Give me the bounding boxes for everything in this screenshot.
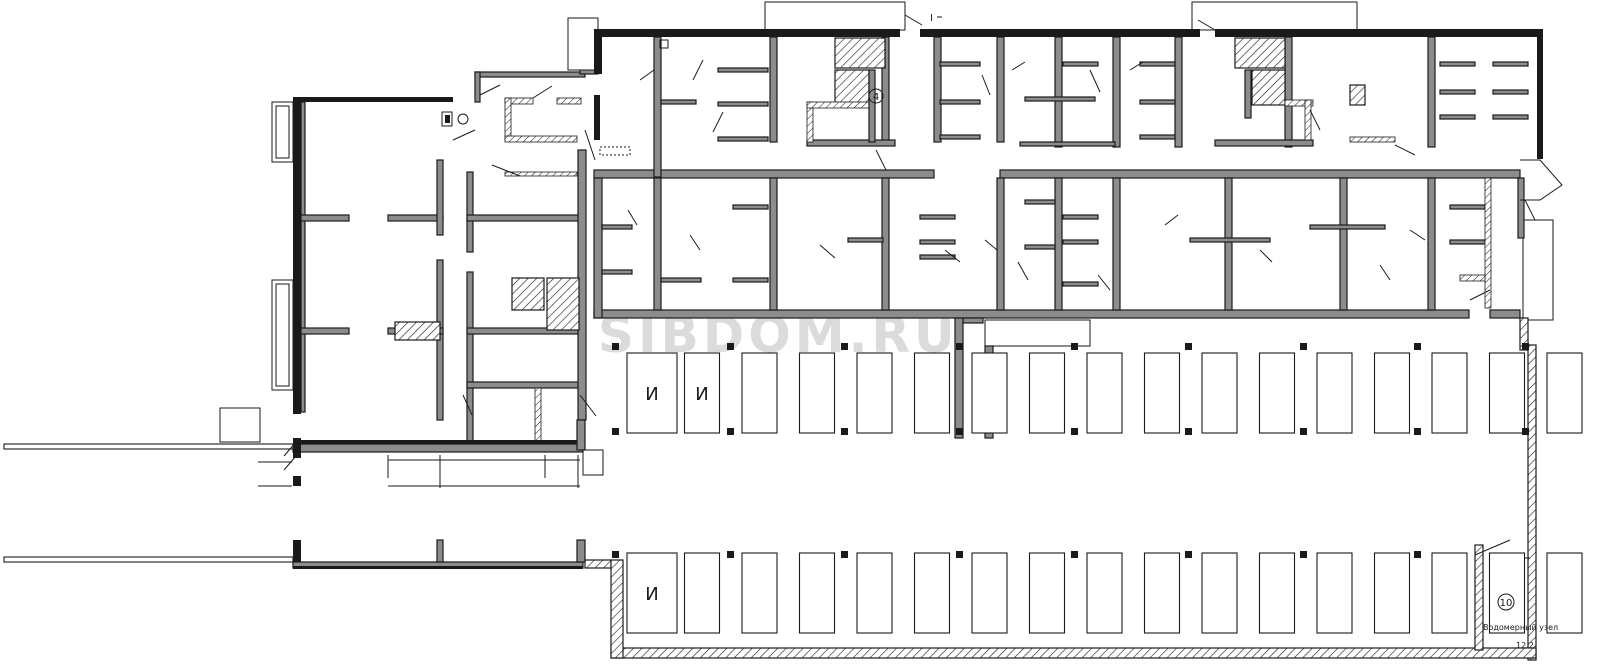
parking-stall-upper-5 bbox=[856, 352, 893, 434]
column-2-0 bbox=[612, 551, 619, 558]
column-edge-2 bbox=[1522, 343, 1529, 350]
parking-stall-upper-7 bbox=[971, 352, 1008, 434]
parking-stall-lower-2 bbox=[683, 552, 721, 634]
parking-stall-lower-13 bbox=[1316, 552, 1353, 634]
parking-stall-upper-6 bbox=[913, 352, 951, 434]
parking-stall-upper-14 bbox=[1373, 352, 1411, 434]
parking-stall-lower-7 bbox=[971, 552, 1008, 634]
column-0-0 bbox=[612, 343, 619, 350]
room-marker-4-text: 4 bbox=[873, 92, 879, 103]
column-0-4 bbox=[1071, 343, 1078, 350]
parking-stall-upper-13 bbox=[1316, 352, 1353, 434]
column-0-3 bbox=[956, 343, 963, 350]
room-marker-4: 4 bbox=[868, 88, 884, 104]
column-0-1 bbox=[727, 343, 734, 350]
parking-stall-lower-5 bbox=[856, 552, 893, 634]
column-2-7 bbox=[1414, 551, 1421, 558]
parking-stall-upper-8 bbox=[1028, 352, 1066, 434]
column-2-2 bbox=[841, 551, 848, 558]
parking-stall-lower-3 bbox=[741, 552, 778, 634]
parking-stall-lower-14 bbox=[1373, 552, 1411, 634]
column-1-4 bbox=[1071, 428, 1078, 435]
column-1-3 bbox=[956, 428, 963, 435]
parking-stall-upper-letter-2: И bbox=[695, 384, 708, 405]
room-marker-10-text: 10 bbox=[1500, 598, 1513, 609]
parking-columns bbox=[612, 343, 1529, 558]
parking-stall-lower-letter-1: И bbox=[645, 584, 658, 605]
section-mark: I bbox=[930, 13, 942, 24]
parking-stall-lower-4 bbox=[798, 552, 836, 634]
parking-stall-lower-12 bbox=[1258, 552, 1296, 634]
upper-block bbox=[593, 29, 1563, 319]
parking-stall-upper-15 bbox=[1431, 352, 1468, 434]
parking-stall-upper-1 bbox=[626, 352, 678, 434]
column-0-7 bbox=[1414, 343, 1421, 350]
column-2-3 bbox=[956, 551, 963, 558]
column-marker bbox=[659, 39, 669, 49]
column-2-6 bbox=[1300, 551, 1307, 558]
parking-stalls-lower: И bbox=[626, 552, 1583, 634]
room-label: Водомерный узел bbox=[1483, 623, 1558, 632]
parking-stall-upper-10 bbox=[1143, 352, 1181, 434]
dashed-marker bbox=[599, 146, 631, 156]
parking-stall-lower-15 bbox=[1431, 552, 1468, 634]
room-marker-10: 10 bbox=[1497, 593, 1515, 611]
section-mark-text: I bbox=[930, 13, 933, 24]
column-0-2 bbox=[841, 343, 848, 350]
parking-stall-lower-11 bbox=[1201, 552, 1238, 634]
parking-stall-upper-12 bbox=[1258, 352, 1296, 434]
parking-stall-lower-1 bbox=[626, 552, 678, 634]
column-1-7 bbox=[1414, 428, 1421, 435]
column-1-6 bbox=[1300, 428, 1307, 435]
room-area: 12.2 bbox=[1516, 641, 1534, 650]
parking-stall-upper-9 bbox=[1086, 352, 1123, 434]
parking-stall-upper-2 bbox=[683, 352, 721, 434]
stairs bbox=[219, 1, 1554, 443]
column-0-5 bbox=[1185, 343, 1192, 350]
parking-stall-upper-17 bbox=[1546, 352, 1583, 434]
parking-stall-lower-8 bbox=[1028, 552, 1066, 634]
column-edge-1 bbox=[1522, 428, 1529, 435]
parking-stall-upper-4 bbox=[798, 352, 836, 434]
parking-stall-upper-letter-1: И bbox=[645, 384, 658, 405]
column-0-6 bbox=[1300, 343, 1307, 350]
parking-stall-lower-10 bbox=[1143, 552, 1181, 634]
parking-stall-lower-9 bbox=[1086, 552, 1123, 634]
column-1-5 bbox=[1185, 428, 1192, 435]
door-swings bbox=[283, 14, 1536, 471]
parking-stall-upper-11 bbox=[1201, 352, 1238, 434]
parking-stall-lower-16 bbox=[1488, 552, 1526, 634]
left-wing bbox=[258, 47, 604, 488]
column-2-1 bbox=[727, 551, 734, 558]
parking-stall-upper-16 bbox=[1488, 352, 1526, 434]
column-1-2 bbox=[841, 428, 848, 435]
column-2-4 bbox=[1071, 551, 1078, 558]
parking-stall-lower-6 bbox=[913, 552, 951, 634]
parking-stall-upper-3 bbox=[741, 352, 778, 434]
driveway bbox=[3, 443, 612, 569]
column-2-5 bbox=[1185, 551, 1192, 558]
parking-stall-lower-17 bbox=[1546, 552, 1583, 634]
column-1-0 bbox=[612, 428, 619, 435]
column-1-1 bbox=[727, 428, 734, 435]
